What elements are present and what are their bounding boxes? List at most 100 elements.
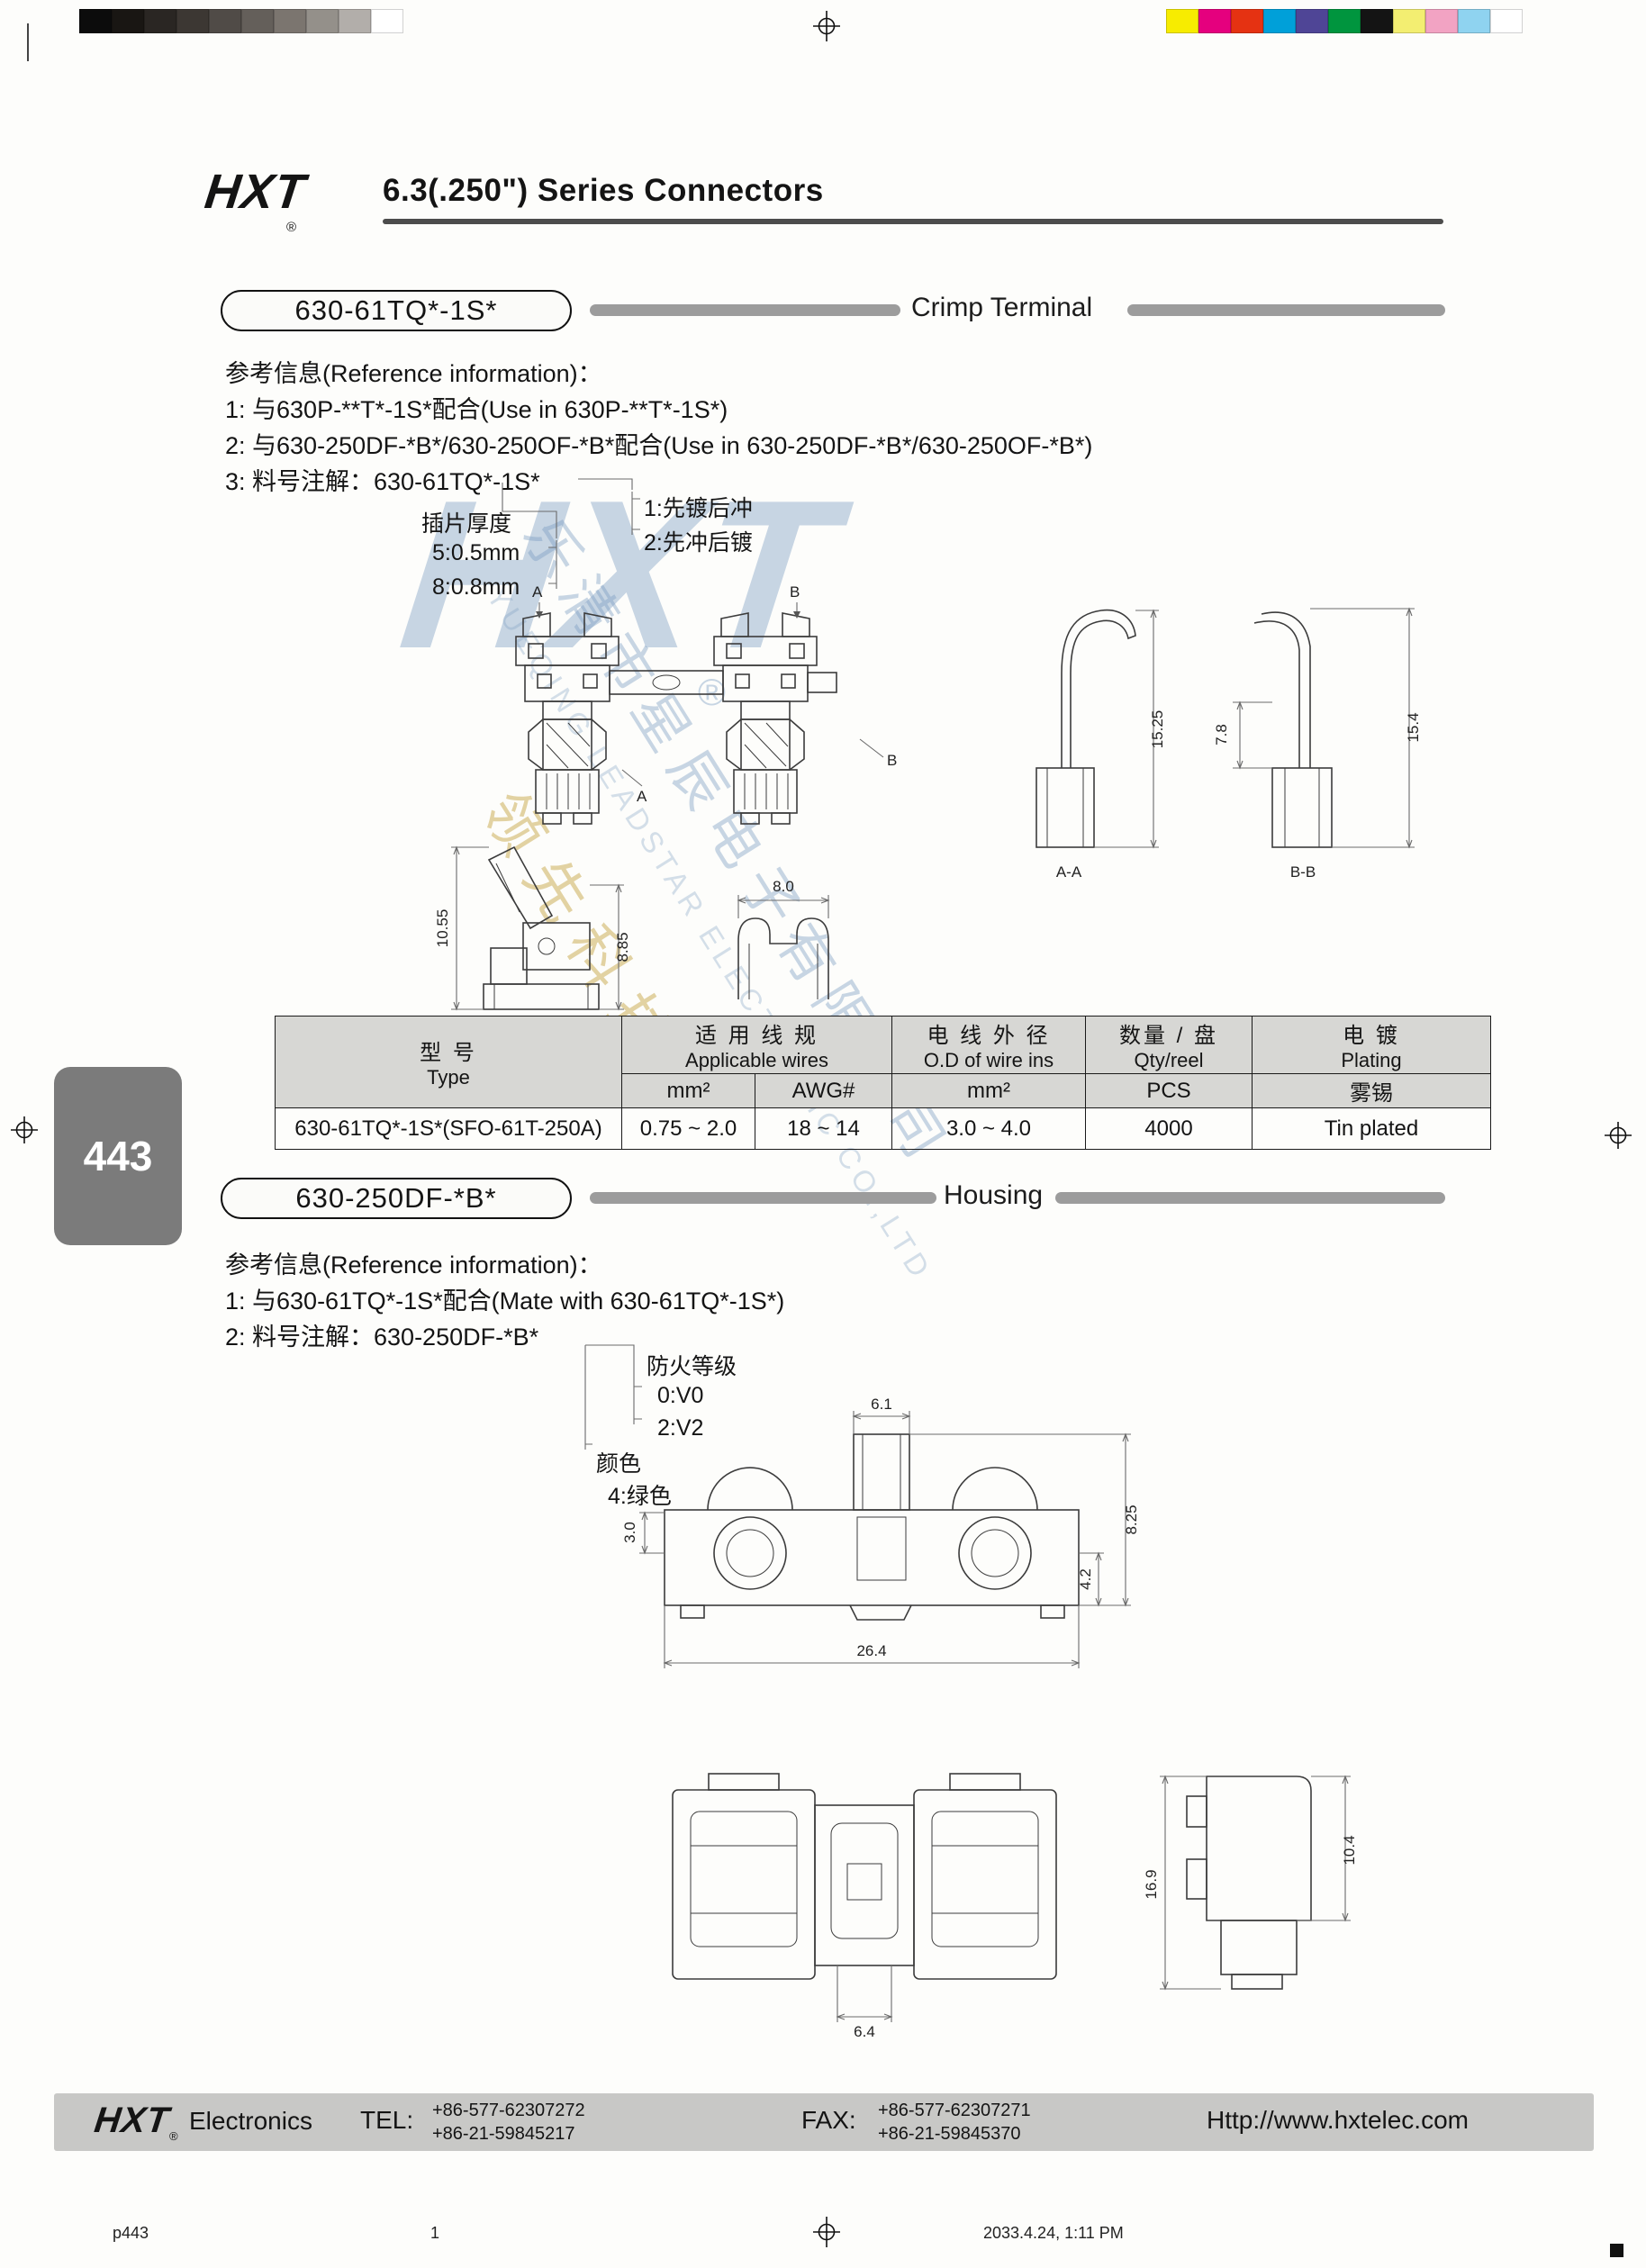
color-swatch bbox=[1425, 9, 1458, 33]
drawing-housing-side-view: 16.9 10.4 bbox=[1143, 1775, 1358, 1991]
color-swatch bbox=[176, 9, 209, 33]
cell-type: 630-61TQ*-1S*(SFO-61T-250A) bbox=[275, 1107, 622, 1150]
dim-6-4: 6.4 bbox=[854, 2023, 875, 2040]
col-header-plating: 电 镀 Plating bbox=[1252, 1016, 1491, 1074]
note-thickness-1: 5:0.5mm bbox=[432, 540, 520, 565]
housing-reference-block: 参考信息(Reference information)： 1: 与630-61T… bbox=[225, 1247, 784, 1355]
reference-line: 1: 与630P-**T*-1S*配合(Use in 630P-**T*-1S*… bbox=[225, 396, 728, 423]
note-process-2: 2:先冲后镀 bbox=[644, 530, 753, 556]
registration-mark-right bbox=[1605, 1122, 1632, 1149]
col-header-type-zh: 型 号 bbox=[420, 1041, 477, 1065]
dim-10-55: 10.55 bbox=[437, 909, 451, 948]
color-swatch bbox=[1166, 9, 1198, 33]
crimp-reference-block: 参考信息(Reference information)： 1: 与630P-**… bbox=[225, 356, 1092, 500]
color-swatch bbox=[1458, 9, 1490, 33]
section-marker-a-mid: A bbox=[637, 788, 647, 805]
subheader-od-mm2: mm² bbox=[891, 1073, 1086, 1108]
brand-registered-mark: ® bbox=[286, 220, 297, 235]
print-meta-page: 1 bbox=[430, 2224, 440, 2242]
col-header-type: 型 号 Type bbox=[275, 1016, 622, 1108]
dim-15-25: 15.25 bbox=[1149, 710, 1166, 749]
corner-mark bbox=[1610, 2244, 1623, 2257]
section-marker-b-right: B bbox=[887, 752, 897, 769]
footer-tel-numbers: +86-577-62307272 +86-21-59845217 bbox=[432, 2099, 585, 2146]
crimp-annotation-leaders bbox=[502, 478, 640, 589]
table-row: 630-61TQ*-1S*(SFO-61T-250A) 0.75 ~ 2.0 1… bbox=[275, 1107, 1491, 1150]
dim-10-4: 10.4 bbox=[1341, 1835, 1358, 1865]
footer-fax-label: FAX: bbox=[801, 2106, 856, 2134]
dim-3-0: 3.0 bbox=[621, 1522, 638, 1543]
reference-line: 2: 料号注解：630-250DF-*B* bbox=[225, 1324, 539, 1351]
color-swatch bbox=[371, 9, 403, 33]
color-swatch bbox=[112, 9, 144, 33]
col-header-qty-zh: 数量 / 盘 bbox=[1118, 1024, 1218, 1048]
footer-company: Electronics bbox=[189, 2107, 312, 2135]
page-number-badge: 443 bbox=[54, 1067, 182, 1245]
color-swatch bbox=[1296, 9, 1328, 33]
note-color-1: 4:绿色 bbox=[608, 1484, 672, 1509]
col-header-qty-en: Qty/reel bbox=[1134, 1049, 1204, 1071]
note-fire-1: 0:V0 bbox=[657, 1383, 704, 1408]
cell-od: 3.0 ~ 4.0 bbox=[891, 1107, 1086, 1150]
category-bar-left bbox=[590, 1192, 936, 1204]
col-header-od: 电 线 外 径 O.D of wire ins bbox=[891, 1016, 1086, 1074]
dim-8-25: 8.25 bbox=[1123, 1504, 1140, 1534]
color-swatch bbox=[339, 9, 371, 33]
registration-mark-top bbox=[813, 11, 840, 41]
reference-heading: 参考信息(Reference information)： bbox=[225, 360, 602, 387]
section-marker-b-top: B bbox=[790, 583, 800, 601]
part-number-pill-housing: 630-250DF-*B* bbox=[221, 1178, 572, 1219]
edge-trim-mark bbox=[27, 23, 29, 61]
note-thickness-title: 插片厚度 bbox=[421, 511, 512, 537]
col-header-wires-en: Applicable wires bbox=[685, 1049, 828, 1071]
color-swatch bbox=[209, 9, 241, 33]
reference-line: 2: 与630-250DF-*B*/630-250OF-*B*配合(Use in… bbox=[225, 432, 1093, 459]
grayscale-calibration-bar bbox=[79, 9, 403, 33]
subheader-mm2: mm² bbox=[621, 1073, 755, 1108]
footer-tel-label: TEL: bbox=[360, 2106, 414, 2134]
drawing-crimp-section-aa: 15.25 A-A bbox=[1036, 609, 1166, 881]
drawing-housing-top-view: 6.1 8.25 4.2 3.0 26.4 bbox=[621, 1396, 1140, 1668]
part-number-pill-crimp: 630-61TQ*-1S* bbox=[221, 290, 572, 331]
col-header-type-en: Type bbox=[427, 1066, 470, 1089]
cell-awg: 18 ~ 14 bbox=[755, 1107, 892, 1150]
footer-tel-2: +86-21-59845217 bbox=[432, 2124, 575, 2144]
dim-26-4: 26.4 bbox=[856, 1642, 886, 1659]
footer-fax-1: +86-577-62307271 bbox=[878, 2101, 1031, 2120]
color-swatch bbox=[79, 9, 112, 33]
dim-6-1: 6.1 bbox=[871, 1396, 892, 1413]
spec-table: 型 号 Type 适 用 线 规 Applicable wires 电 线 外 … bbox=[275, 1016, 1491, 1150]
color-swatch bbox=[1361, 9, 1393, 33]
col-header-od-zh: 电 线 外 径 bbox=[927, 1024, 1051, 1048]
section-label-bb: B-B bbox=[1290, 863, 1316, 881]
dim-8-85: 8.85 bbox=[614, 932, 631, 962]
color-swatch bbox=[1263, 9, 1296, 33]
col-header-plating-zh: 电 镀 bbox=[1343, 1024, 1400, 1048]
color-swatch bbox=[241, 9, 274, 33]
color-swatch bbox=[1328, 9, 1361, 33]
dim-16-9: 16.9 bbox=[1143, 1869, 1160, 1899]
registration-mark-left bbox=[11, 1116, 38, 1143]
brand-logo: HXT bbox=[202, 165, 309, 219]
drawing-crimp-cross-section: 8.0 bbox=[737, 878, 830, 999]
page-title: 6.3(.250") Series Connectors bbox=[383, 173, 824, 208]
footer-bar: HXT ® Electronics TEL: +86-577-62307272 … bbox=[54, 2093, 1594, 2151]
subheader-plating: 雾锡 bbox=[1252, 1073, 1491, 1108]
drawing-housing-front-view: 6.4 bbox=[672, 1773, 1057, 2040]
dim-4-2: 4.2 bbox=[1077, 1568, 1094, 1590]
note-color-title: 颜色 bbox=[596, 1451, 642, 1477]
housing-annotation-leaders bbox=[584, 1344, 642, 1450]
footer-url: Http://www.hxtelec.com bbox=[1207, 2106, 1469, 2134]
category-bar-right bbox=[1055, 1192, 1445, 1204]
note-fire-2: 2:V2 bbox=[657, 1415, 704, 1441]
dim-7-8: 7.8 bbox=[1213, 724, 1230, 745]
drawing-crimp-section-bb: 7.8 15.4 B-B bbox=[1213, 607, 1422, 881]
subheader-awg: AWG# bbox=[755, 1073, 892, 1108]
note-fire-title: 防火等级 bbox=[647, 1354, 737, 1379]
cell-plating: Tin plated bbox=[1252, 1107, 1491, 1150]
title-underline bbox=[383, 219, 1443, 224]
color-swatch bbox=[1393, 9, 1425, 33]
reference-heading: 参考信息(Reference information)： bbox=[225, 1251, 602, 1279]
col-header-wires-zh: 适 用 线 规 bbox=[694, 1024, 818, 1048]
